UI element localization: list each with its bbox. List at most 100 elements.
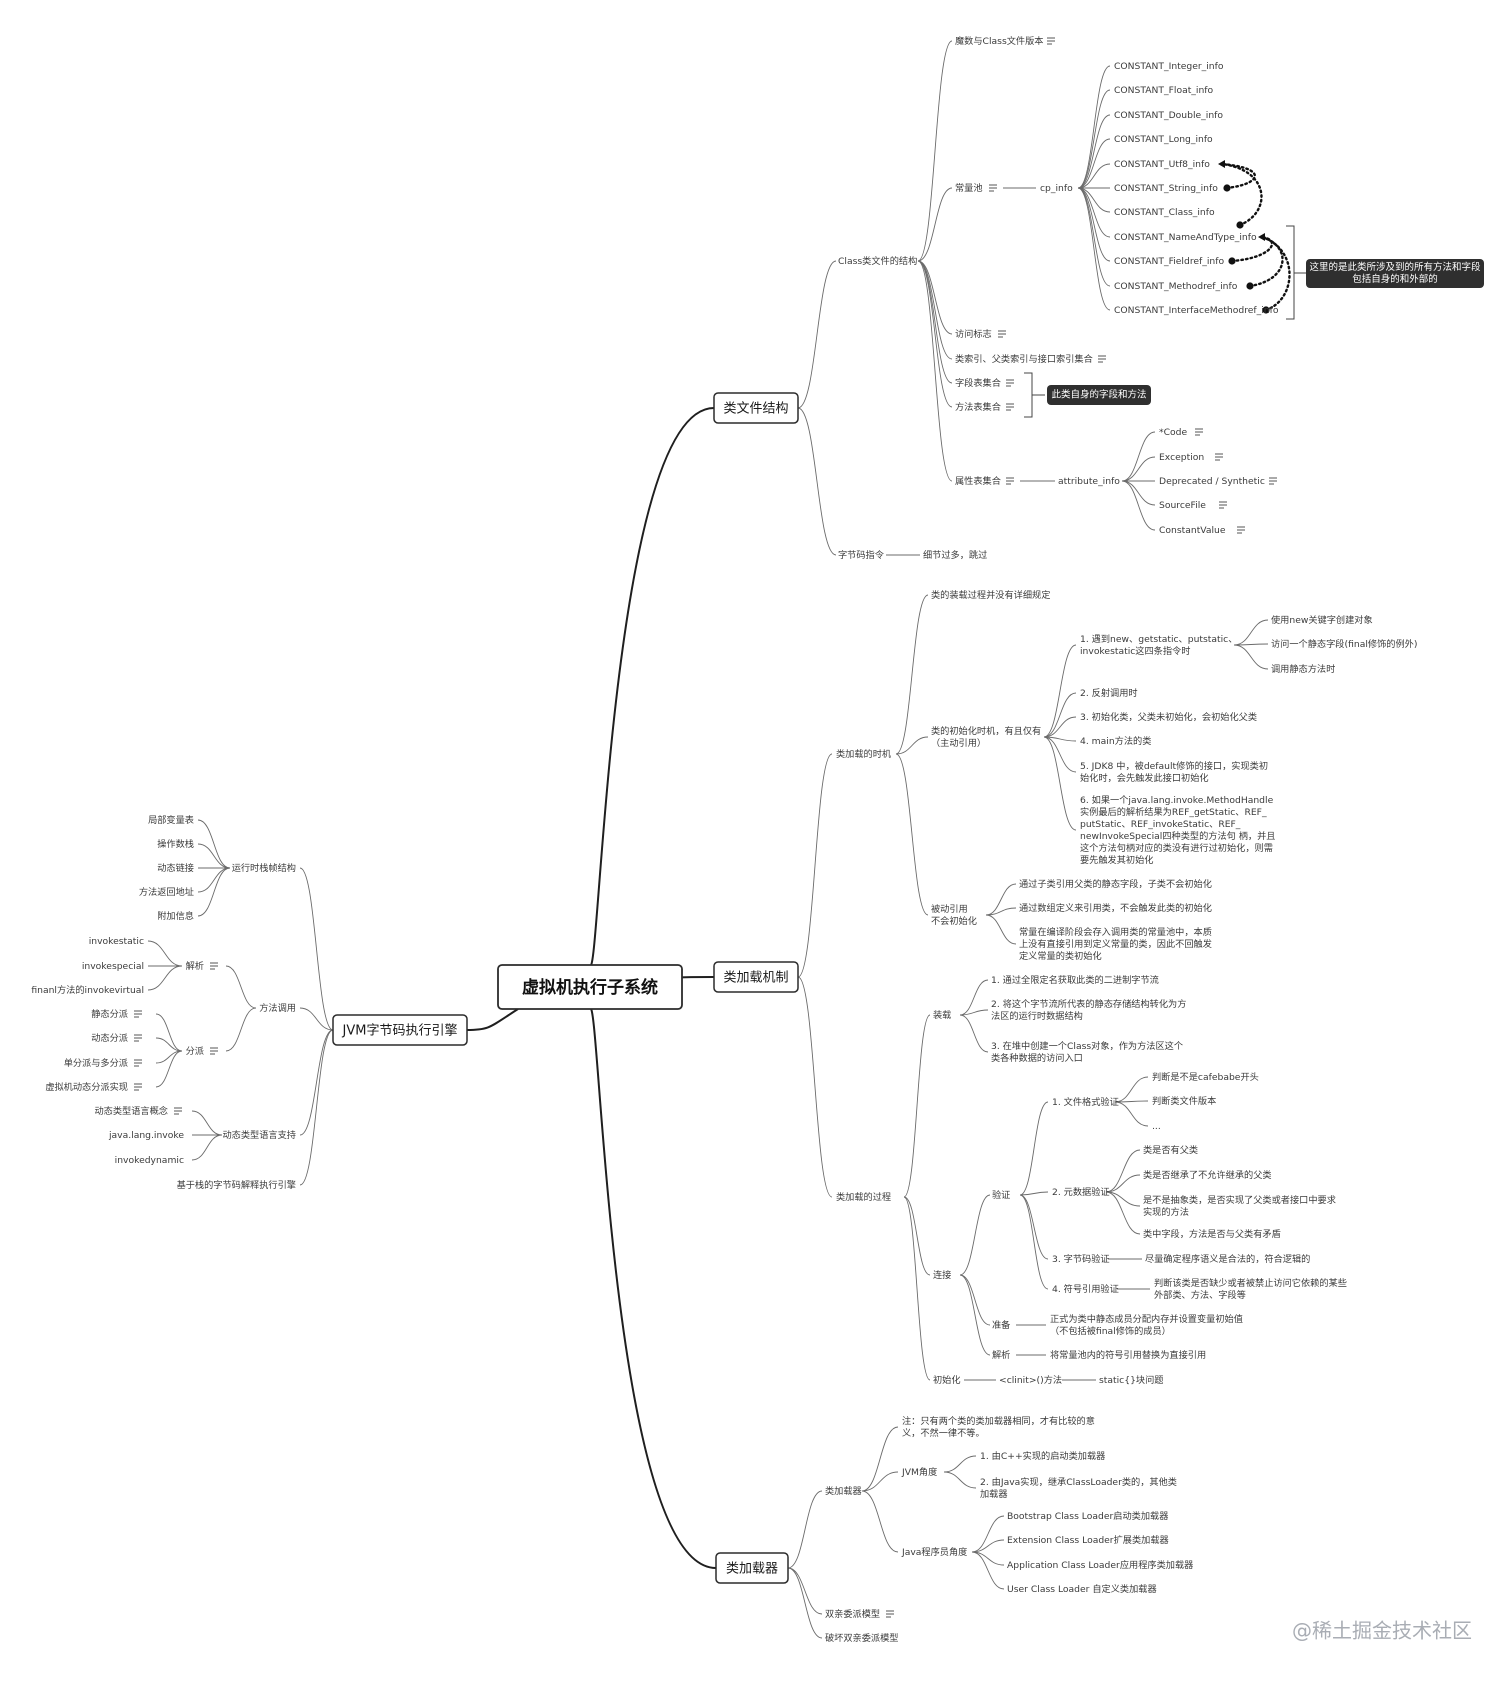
node-基于栈的字节码解释执行引擎: 基于栈的字节码解释执行引擎 [177, 1179, 296, 1191]
node-1.遇到new、getstatic、putsta: 1. 遇到new、getstatic、putstatic、invokestati… [1080, 633, 1237, 657]
node-CONSTANT_InterfaceMethod: CONSTANT_InterfaceMethodref_info [1114, 305, 1279, 316]
node-动态类型语言概念: 动态类型语言概念 [95, 1105, 169, 1117]
node-Deprecated/Synthetic: Deprecated / Synthetic [1159, 476, 1265, 487]
node-3.初始化类，父类未初始化，会初始化父类: 3. 初始化类，父类未初始化，会初始化父类 [1080, 711, 1257, 723]
node-虚拟机动态分派实现: 虚拟机动态分派实现 [45, 1081, 128, 1093]
node-java.lang.invoke: java.lang.invoke [108, 1130, 184, 1141]
note-icon[interactable] [1006, 379, 1014, 387]
branch-class-file-structure-label: 类文件结构 [723, 402, 788, 417]
note-icon[interactable] [134, 1010, 142, 1018]
note-icon[interactable] [174, 1107, 182, 1115]
node-常量池: 常量池 [955, 182, 983, 194]
node-2.元数据验证: 2. 元数据验证 [1052, 1186, 1110, 1198]
note-icon[interactable] [1219, 501, 1227, 509]
node-attribute_info: attribute_info [1058, 476, 1120, 487]
node-2.反射调用时: 2. 反射调用时 [1080, 687, 1138, 699]
note-icon[interactable] [1269, 477, 1277, 485]
note-icon[interactable] [1006, 477, 1014, 485]
note-icon[interactable] [1047, 37, 1055, 45]
constant-pool-note-line: 包括自身的和外部的 [1352, 273, 1438, 285]
node-CONSTANT_String_info: CONSTANT_String_info [1114, 183, 1218, 194]
node-ConstantValue: ConstantValue [1159, 525, 1226, 536]
node-初始化: 初始化 [933, 1374, 961, 1386]
node-动态类型语言支持: 动态类型语言支持 [223, 1129, 297, 1141]
node-CONSTANT_NameAndType_inf: CONSTANT_NameAndType_info [1114, 232, 1257, 243]
node-动态链接: 动态链接 [157, 862, 194, 874]
node-类的装载过程并没有详细规定: 类的装载过程并没有详细规定 [931, 589, 1050, 601]
node-解析: 解析 [992, 1349, 1010, 1361]
node-类加载的过程: 类加载的过程 [836, 1191, 891, 1203]
node-判断是不是cafebabe开头: 判断是不是cafebabe开头 [1152, 1071, 1259, 1083]
note-icon[interactable] [886, 1610, 894, 1618]
branch-class-file-structure[interactable]: 类文件结构 [713, 392, 799, 424]
node-3.字节码验证: 3. 字节码验证 [1052, 1253, 1110, 1265]
branch-class-loading-mechanism[interactable]: 类加载机制 [713, 961, 799, 993]
root-node[interactable]: 虚拟机执行子系统 [497, 964, 683, 1010]
note-icon[interactable] [989, 184, 997, 192]
note-icon[interactable] [134, 1034, 142, 1042]
note-icon[interactable] [210, 962, 218, 970]
node-访问标志: 访问标志 [955, 328, 992, 340]
node-单分派与多分派: 单分派与多分派 [64, 1057, 128, 1069]
node-常量在编译阶段会存入调用类的常量池中，本质: 常量在编译阶段会存入调用类的常量池中，本质上没有直接引用到定义常量的类，因此不回… [1019, 926, 1212, 962]
node-5.JDK8中，被default修饰的接口，实现: 5. JDK8 中，被default修饰的接口，实现类初始化时，会先触发此接口初… [1080, 760, 1268, 784]
root-node-label: 虚拟机执行子系统 [522, 977, 658, 998]
note-icon[interactable] [134, 1059, 142, 1067]
node-魔数与Class文件版本: 魔数与Class文件版本 [955, 35, 1043, 47]
note-icon[interactable] [1237, 526, 1245, 534]
constant-pool-note-line: 这里的是此类所涉及到的所有方法和字段 [1309, 261, 1481, 273]
node-类是否有父类: 类是否有父类 [1143, 1144, 1198, 1156]
node-局部变量表: 局部变量表 [148, 814, 194, 826]
note-icon[interactable] [210, 1047, 218, 1055]
branch-class-loader[interactable]: 类加载器 [715, 1552, 789, 1584]
node-类索引、父类索引与接口索引集合: 类索引、父类索引与接口索引集合 [955, 353, 1093, 365]
note-icon[interactable] [998, 330, 1006, 338]
node-判断类文件版本: 判断类文件版本 [1152, 1095, 1216, 1107]
node-3.在堆中创建一个Class对象，作为方法区这个: 3. 在堆中创建一个Class对象，作为方法区这个类各种数据的访问入口 [991, 1040, 1183, 1064]
node-Exception: Exception [1159, 452, 1204, 463]
node-cp_info: cp_info [1040, 183, 1073, 194]
node-4.符号引用验证: 4. 符号引用验证 [1052, 1283, 1119, 1295]
node-方法表集合: 方法表集合 [955, 401, 1001, 413]
node-类中字段，方法是否与父类有矛盾: 类中字段，方法是否与父类有矛盾 [1143, 1228, 1281, 1240]
node-Class类文件的结构: Class类文件的结构 [838, 255, 917, 267]
node-方法返回地址: 方法返回地址 [139, 886, 194, 898]
note-icon[interactable] [1006, 403, 1014, 411]
node-CONSTANT_Integer_info: CONSTANT_Integer_info [1114, 61, 1224, 72]
node-Java程序员角度: Java程序员角度 [901, 1546, 967, 1558]
node-invokedynamic: invokedynamic [115, 1155, 184, 1166]
branch-class-loader-label: 类加载器 [726, 1562, 778, 1577]
node-BootstrapClassLoader启动类加: Bootstrap Class Loader启动类加载器 [1007, 1510, 1168, 1522]
note-icon[interactable] [1195, 428, 1203, 436]
node-方法调用: 方法调用 [259, 1002, 296, 1014]
node-装载: 装载 [933, 1009, 951, 1021]
node-*Code: *Code [1159, 427, 1187, 438]
field-method-note-line: 此类自身的字段和方法 [1051, 389, 1146, 401]
node-细节过多，跳过: 细节过多，跳过 [923, 549, 987, 561]
node-类是否继承了不允许继承的父类: 类是否继承了不允许继承的父类 [1143, 1169, 1272, 1181]
branch-bytecode-engine[interactable]: JVM字节码执行引擎 [332, 1014, 468, 1046]
node-类的初始化时机，有且仅有: 类的初始化时机，有且仅有（主动引用） [931, 725, 1041, 749]
note-icon[interactable] [1215, 453, 1223, 461]
note-icon[interactable] [1098, 355, 1106, 363]
node-注：只有两个类的类加载器相同，才有比较的意: 注：只有两个类的类加载器相同，才有比较的意义，不然一律不等。 [902, 1415, 1095, 1439]
node-CONSTANT_Methodref_info: CONSTANT_Methodref_info [1114, 281, 1238, 292]
node-JVM角度: JVM角度 [901, 1466, 937, 1478]
node-1.由C++实现的启动类加载器: 1. 由C++实现的启动类加载器 [980, 1450, 1105, 1462]
watermark: @稀土掘金技术社区 [1292, 1619, 1472, 1643]
node-是不是抽象类，是否实现了父类或者接口中要求: 是不是抽象类，是否实现了父类或者接口中要求实现的方法 [1143, 1194, 1336, 1218]
node-invokespecial: invokespecial [82, 961, 144, 972]
node-运行时栈帧结构: 运行时栈帧结构 [232, 862, 296, 874]
node-属性表集合: 属性表集合 [955, 475, 1001, 487]
node-使用new关键字创建对象: 使用new关键字创建对象 [1271, 614, 1373, 626]
node-4.main方法的类: 4. main方法的类 [1080, 735, 1151, 747]
node-静态分派: 静态分派 [91, 1008, 128, 1020]
node-CONSTANT_Long_info: CONSTANT_Long_info [1114, 134, 1213, 145]
node-2.由Java实现，继承ClassLoader类: 2. 由Java实现，继承ClassLoader类的，其他类加载器 [980, 1476, 1177, 1500]
node-操作数栈: 操作数栈 [157, 838, 194, 850]
node-通过子类引用父类的静态字段，子类不会初始化: 通过子类引用父类的静态字段，子类不会初始化 [1019, 878, 1212, 890]
node-解析: 解析 [186, 960, 204, 972]
note-icon[interactable] [134, 1083, 142, 1091]
connector-lines [147, 40, 1306, 1639]
